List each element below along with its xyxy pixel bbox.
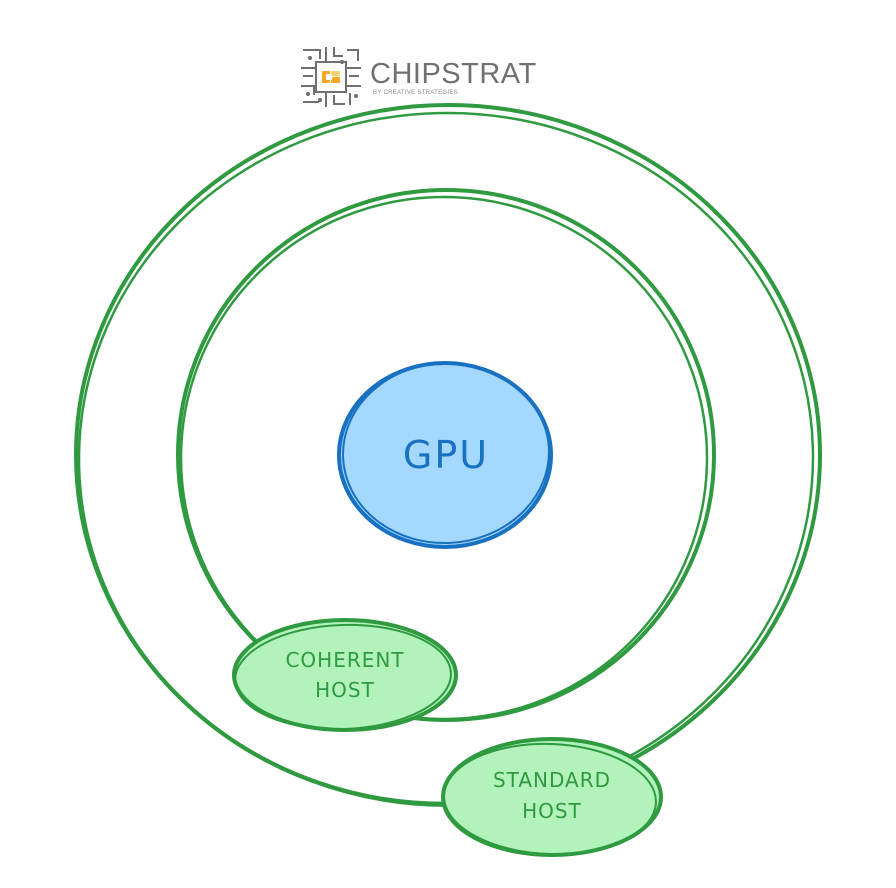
standard-host-label-line2: HOST	[522, 799, 582, 823]
logo-title: CHIPSTRAT	[370, 58, 537, 90]
gpu-node: GPU	[337, 361, 553, 549]
inner-ring	[176, 188, 716, 722]
standard-host-label-line1: STANDARD	[493, 768, 611, 792]
coherent-host-node: COHERENT HOST	[232, 618, 458, 732]
standard-host-node: STANDARD HOST	[441, 737, 663, 857]
gpu-label: GPU	[403, 433, 489, 477]
logo-subtitle: BY CREATIVE STRATEGIES	[373, 90, 458, 96]
chip-logo-icon	[301, 47, 361, 107]
chipstrat-logo: CHIPSTRAT BY CREATIVE STRATEGIES	[300, 46, 537, 108]
coherent-host-label-line1: COHERENT	[285, 648, 404, 672]
coherent-host-label-line2: HOST	[315, 678, 375, 702]
